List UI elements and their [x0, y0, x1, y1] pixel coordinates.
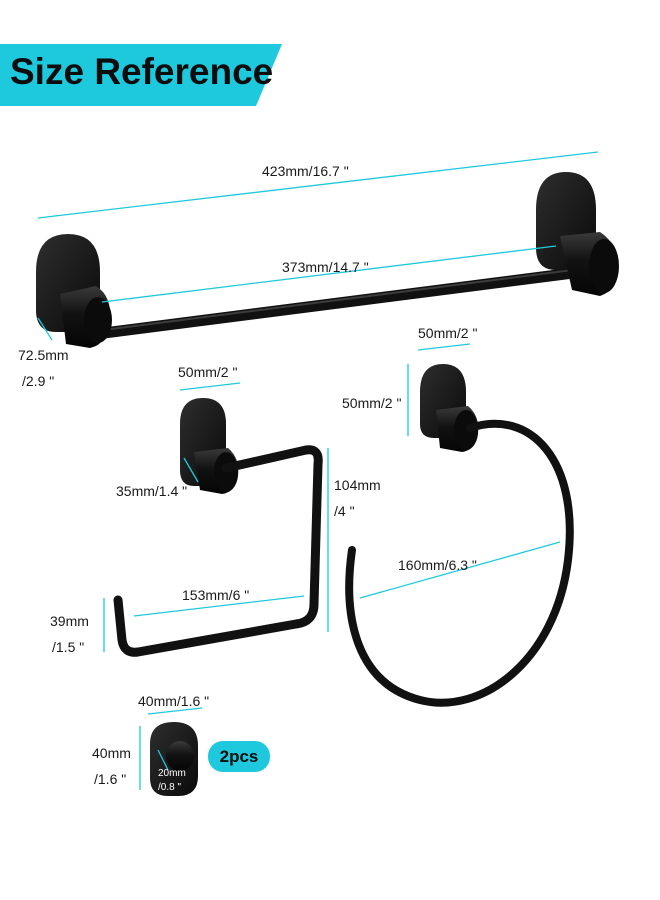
label-ring-plate-height: 50mm/2 " [342, 395, 402, 411]
towel-ring [345, 364, 574, 707]
dim-line-ring-diameter [359, 541, 561, 599]
label-holder-height-mm: 104mm [334, 477, 381, 493]
page-title: Size Reference [10, 51, 274, 92]
dim-line-holder-projection [183, 457, 199, 483]
robe-hook-knob [166, 741, 194, 771]
paper-holder-arm [113, 445, 323, 657]
label-towel-bar-projection-mm: 72.5mm [18, 347, 69, 363]
label-hook-width: 40mm/1.6 " [138, 693, 210, 709]
robe-hook [150, 722, 198, 796]
label-hook-height-in: /1.6 " [94, 771, 127, 787]
dim-line-hook-size [157, 749, 169, 771]
header-banner [0, 44, 282, 106]
towel-bar-rod [90, 262, 618, 340]
label-towel-bar-total-length: 423mm/16.7 " [262, 163, 349, 179]
label-holder-arm-length: 153mm/6 " [182, 587, 250, 603]
dim-line-bar-length [101, 245, 557, 303]
label-hook-size-in: /0.8 " [158, 782, 182, 793]
paper-holder [113, 398, 323, 657]
towel-bar [36, 172, 619, 348]
dim-line-ring-plate-width [417, 343, 471, 351]
label-holder-projection: 35mm/1.4 " [116, 483, 188, 499]
label-holder-end-height-mm: 39mm [50, 613, 89, 629]
dim-line-hook-width [147, 707, 203, 715]
label-hook-height-mm: 40mm [92, 745, 131, 761]
label-towel-bar-bar-length: 373mm/14.7 " [282, 259, 369, 275]
dim-line-projection [37, 317, 53, 341]
label-holder-plate-width: 50mm/2 " [178, 364, 238, 380]
label-holder-height-in: /4 " [334, 503, 355, 519]
label-holder-end-height-in: /1.5 " [52, 639, 85, 655]
label-ring-plate-width: 50mm/2 " [418, 325, 478, 341]
dim-line-total-length [37, 151, 599, 219]
towel-ring-loop [345, 419, 574, 707]
dim-line-holder-plate-width [179, 382, 241, 391]
label-towel-bar-projection-in: /2.9 " [22, 373, 55, 389]
label-hook-size-mm: 20mm [158, 768, 186, 779]
quantity-badge: 2pcs [208, 741, 270, 772]
label-ring-diameter: 160mm/6.3 " [398, 557, 477, 573]
dim-line-holder-arm [133, 595, 305, 617]
